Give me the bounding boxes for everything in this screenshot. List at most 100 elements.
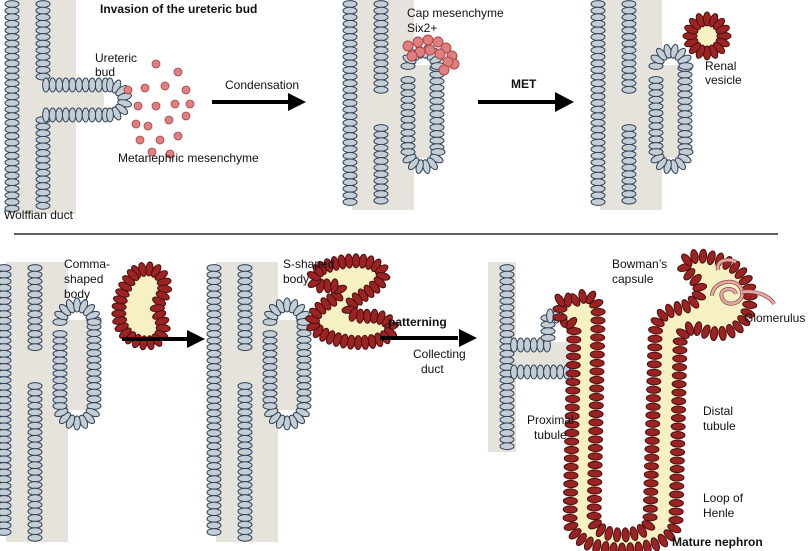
epithelial-cell [0, 283, 12, 292]
nephron-epithelial-cell [670, 430, 686, 440]
epithelial-cell [342, 19, 358, 28]
epithelial-cell [4, 105, 20, 114]
epithelial-cell [590, 112, 606, 121]
nephron-epithelial-cell [588, 519, 602, 530]
epithelial-cell [27, 303, 43, 312]
epithelial-cell [206, 277, 222, 286]
nephron-epithelial-cell [609, 542, 618, 551]
epithelial-cell [86, 375, 102, 384]
epithelial-cell [373, 0, 389, 8]
epithelial-cell [27, 421, 43, 430]
epithelial-cell [0, 429, 12, 437]
epithelial-cell [621, 0, 637, 8]
epithelial-cell [0, 290, 12, 299]
epithelial-cell [81, 107, 90, 123]
nephron-epithelial-cell [565, 360, 581, 370]
nephron-epithelial-cell [563, 462, 579, 472]
mesenchyme-cell [147, 147, 157, 157]
epithelial-cell [206, 356, 222, 365]
epithelial-cell [499, 264, 515, 272]
nephron-epithelial-cell [690, 249, 699, 264]
nephron-epithelial-cell [566, 326, 582, 336]
epithelial-cell [621, 124, 637, 132]
nephron-epithelial-cell [670, 439, 686, 448]
epithelial-cell [4, 158, 20, 167]
nephron-epithelial-cell [642, 539, 652, 551]
epithelial-cell [0, 277, 12, 286]
epithelial-cell [296, 335, 312, 344]
epithelial-cell [499, 283, 515, 292]
epithelial-cell [373, 163, 389, 172]
nephron-epithelial-cell [669, 473, 685, 482]
epithelial-cell [206, 409, 222, 418]
nephron-epithelial-cell [643, 479, 659, 488]
epithelial-cell [27, 467, 43, 476]
epithelial-cell [590, 13, 606, 22]
nephron-epithelial-cell [641, 520, 656, 531]
epithelial-cell [621, 183, 637, 192]
epithelial-cell [677, 70, 693, 79]
epithelial-cell [429, 83, 445, 92]
epithelial-cell [499, 290, 515, 299]
epithelial-cell [237, 533, 253, 542]
cap-mesenchyme-label: Cap mesenchyme [407, 6, 504, 20]
epithelial-cell [237, 388, 253, 397]
epithelial-cell [4, 13, 20, 22]
epithelial-cell [27, 264, 43, 272]
nephron-epithelial-cell [644, 445, 660, 454]
epithelial-cell [86, 362, 102, 371]
nephron-epithelial-cell [589, 350, 605, 359]
epithelial-cell [516, 337, 525, 353]
epithelial-cell [0, 495, 12, 503]
epithelial-cell [590, 52, 606, 61]
epithelial-cell [27, 297, 43, 305]
bud-outer-cells [86, 316, 102, 404]
epithelial-cell [429, 97, 445, 105]
epithelial-cell [0, 521, 12, 530]
epithelial-cell [27, 401, 43, 410]
nephron-epithelial-cell [667, 523, 682, 534]
mesenchyme-cell [160, 81, 170, 91]
epithelial-cell [0, 382, 12, 391]
epithelial-cell [590, 138, 606, 147]
duct-wall-right-lower-cells [35, 116, 51, 210]
epithelial-cell [27, 448, 43, 456]
epithelial-cell [4, 85, 20, 94]
epithelial-cell [499, 270, 515, 279]
epithelial-cell [262, 369, 278, 378]
epithelial-cell [27, 283, 43, 292]
epithelial-cell [621, 79, 637, 88]
epithelial-cell [373, 85, 389, 94]
epithelial-cell [621, 170, 637, 179]
epithelial-cell [61, 77, 70, 93]
epithelial-cell [4, 72, 20, 81]
epithelial-cell [4, 178, 20, 187]
nephron-epithelial-cell [657, 533, 669, 548]
mature-nephron-title: Mature nephron [672, 535, 763, 549]
nephron-epithelial-cell [589, 358, 605, 368]
nephron-epithelial-cell [645, 419, 661, 428]
epithelial-cell [590, 79, 606, 88]
proximal-tubule-label-1: Proximal [527, 413, 574, 427]
epithelial-cell [0, 264, 12, 272]
nephron-epithelial-cell [563, 521, 579, 531]
nephron-epithelial-cell [564, 420, 580, 429]
epithelial-cell [543, 364, 551, 380]
nephron-epithelial-cell [642, 513, 658, 522]
epithelial-cell [373, 26, 389, 35]
epithelial-cell [429, 130, 445, 138]
epithelial-cell [237, 401, 253, 410]
nephron-epithelial-cell [587, 452, 603, 461]
epithelial-cell [499, 389, 515, 398]
nephron-epithelial-cell [738, 275, 753, 286]
epithelial-cell [0, 303, 12, 312]
epithelial-cell [400, 76, 416, 84]
epithelial-cell [27, 527, 43, 536]
epithelial-cell [52, 389, 68, 398]
nephron-epithelial-cell [588, 418, 604, 427]
epithelial-cell [523, 337, 532, 353]
nephron-epithelial-cell [589, 341, 605, 351]
epithelial-cell [342, 112, 358, 121]
epithelial-cell [648, 89, 664, 98]
epithelial-cell [621, 6, 637, 15]
